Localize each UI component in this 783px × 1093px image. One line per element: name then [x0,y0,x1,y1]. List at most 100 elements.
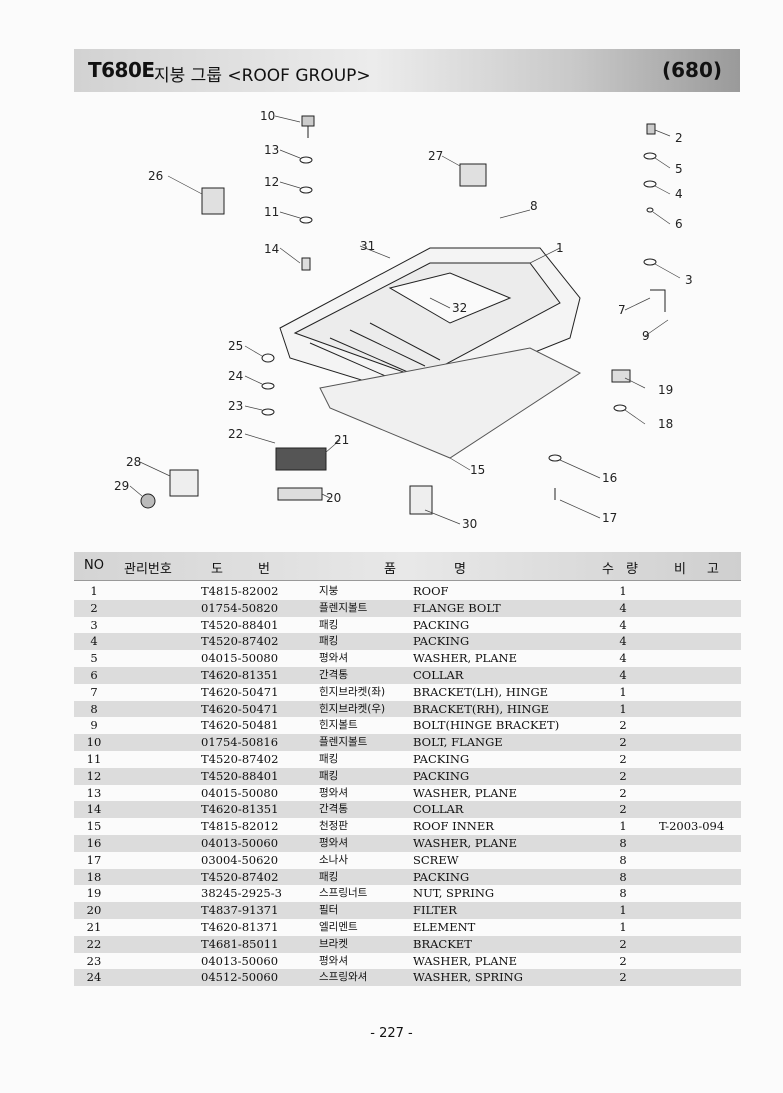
row-qty: 2 [619,802,627,817]
row-name-kr: 필터 [319,904,339,917]
callout-21: 21 [334,433,349,447]
row-qty: 4 [619,667,627,682]
callout-6: 6 [675,217,683,231]
row-qty: 2 [619,751,627,766]
callout-9: 9 [642,329,650,343]
callout-24: 24 [228,369,243,383]
row-qty: 2 [619,785,627,800]
diagram-svg: 10 13 12 11 14 26 27 8 2 5 4 6 3 31 1 32… [114,109,693,531]
callout-1: 1 [556,241,564,255]
row-name-en: SCREW [413,852,459,867]
row-no: 21 [86,919,102,934]
row-qty: 8 [619,852,627,867]
row-name-kr: 패킹 [319,618,339,631]
row-part-number: T4681-85011 [201,936,279,951]
row-no: 20 [86,903,102,918]
row-name-kr: 소나사 [319,853,348,866]
row-no: 1 [90,584,98,598]
row-name-en: BRACKET(LH), HINGE [413,684,549,699]
row-name-kr: 평와셔 [319,954,348,967]
row-part-number: 38245-2925-3 [201,886,282,901]
col-su: 수 [602,562,614,577]
row-name-kr: 힌지브라켓(좌) [319,685,386,698]
row-no: 4 [90,634,98,649]
callout-18: 18 [658,417,673,431]
row-part-number: 04512-50060 [201,970,279,985]
row-qty: 2 [619,735,627,750]
row-part-number: 04015-50080 [201,651,279,666]
row-no: 9 [90,718,98,733]
row-qty: 2 [619,970,627,985]
callout-2: 2 [675,131,683,145]
row-qty: 1 [619,819,627,834]
row-name-en: NUT, SPRING [413,886,495,901]
row-name-en: BOLT(HINGE BRACKET) [413,718,560,733]
row-part-number: T4520-87402 [201,634,279,649]
row-part-number: 01754-50816 [201,735,279,750]
row-part-number: T4520-87402 [201,869,279,884]
row-name-kr: 스프링너트 [319,887,368,900]
row-name-kr: 플렌지볼트 [319,601,368,614]
row-qty: 4 [619,617,627,632]
row-name-kr: 플렌지볼트 [319,736,368,749]
callout-20: 20 [326,491,341,505]
row-part-number: 01754-50820 [201,600,279,615]
col-ryang: 량 [626,562,638,577]
row-no: 3 [90,617,98,632]
row-part-number: 04013-50060 [201,835,279,850]
callout-29: 29 [114,479,129,493]
row-part-number: T4837-91371 [201,903,279,918]
row-no: 15 [86,819,102,834]
row-no: 7 [90,684,98,699]
row-part-number: T4620-50471 [201,684,279,699]
row-name-en: WASHER, PLANE [413,785,517,800]
callout-17: 17 [602,511,617,525]
callout-7: 7 [618,303,626,317]
row-part-number: T4815-82012 [201,819,279,834]
callout-13: 13 [264,143,279,157]
row-name-kr: 브라켓 [319,937,348,950]
row-part-number: T4520-88401 [201,617,279,632]
row-part-number: T4520-87402 [201,751,279,766]
row-qty: 8 [619,835,627,850]
row-part-number: T4620-50471 [201,701,279,716]
row-name-kr: 힌지볼트 [319,719,358,732]
callout-15: 15 [470,463,485,477]
row-qty: 4 [619,600,627,615]
row-qty: 1 [619,701,627,716]
callout-8: 8 [530,199,538,213]
row-no: 18 [86,869,102,884]
row-name-kr: 패킹 [319,870,339,883]
callout-19: 19 [658,383,673,397]
row-name-kr: 평와셔 [319,786,348,799]
page-header: T680E 지붕 그룹 <ROOF GROUP> (680) [74,49,740,92]
row-no: 24 [86,970,102,985]
row-name-en: WASHER, SPRING [413,970,523,985]
row-name-en: PACKING [413,617,470,632]
row-part-number: T4620-81351 [201,667,279,682]
row-name-kr: 스프링와셔 [319,971,368,984]
row-name-en: BRACKET(RH), HINGE [413,701,550,716]
row-name-kr: 엘리멘트 [319,920,358,933]
row-name-kr: 패킹 [319,752,339,765]
col-no: NO [84,558,104,573]
lamp-26 [201,187,225,215]
group-code: (680) [661,58,722,82]
row-qty: 2 [619,768,627,783]
row-name-en: PACKING [413,768,470,783]
row-name-en: PACKING [413,751,470,766]
row-qty: 4 [619,634,627,649]
